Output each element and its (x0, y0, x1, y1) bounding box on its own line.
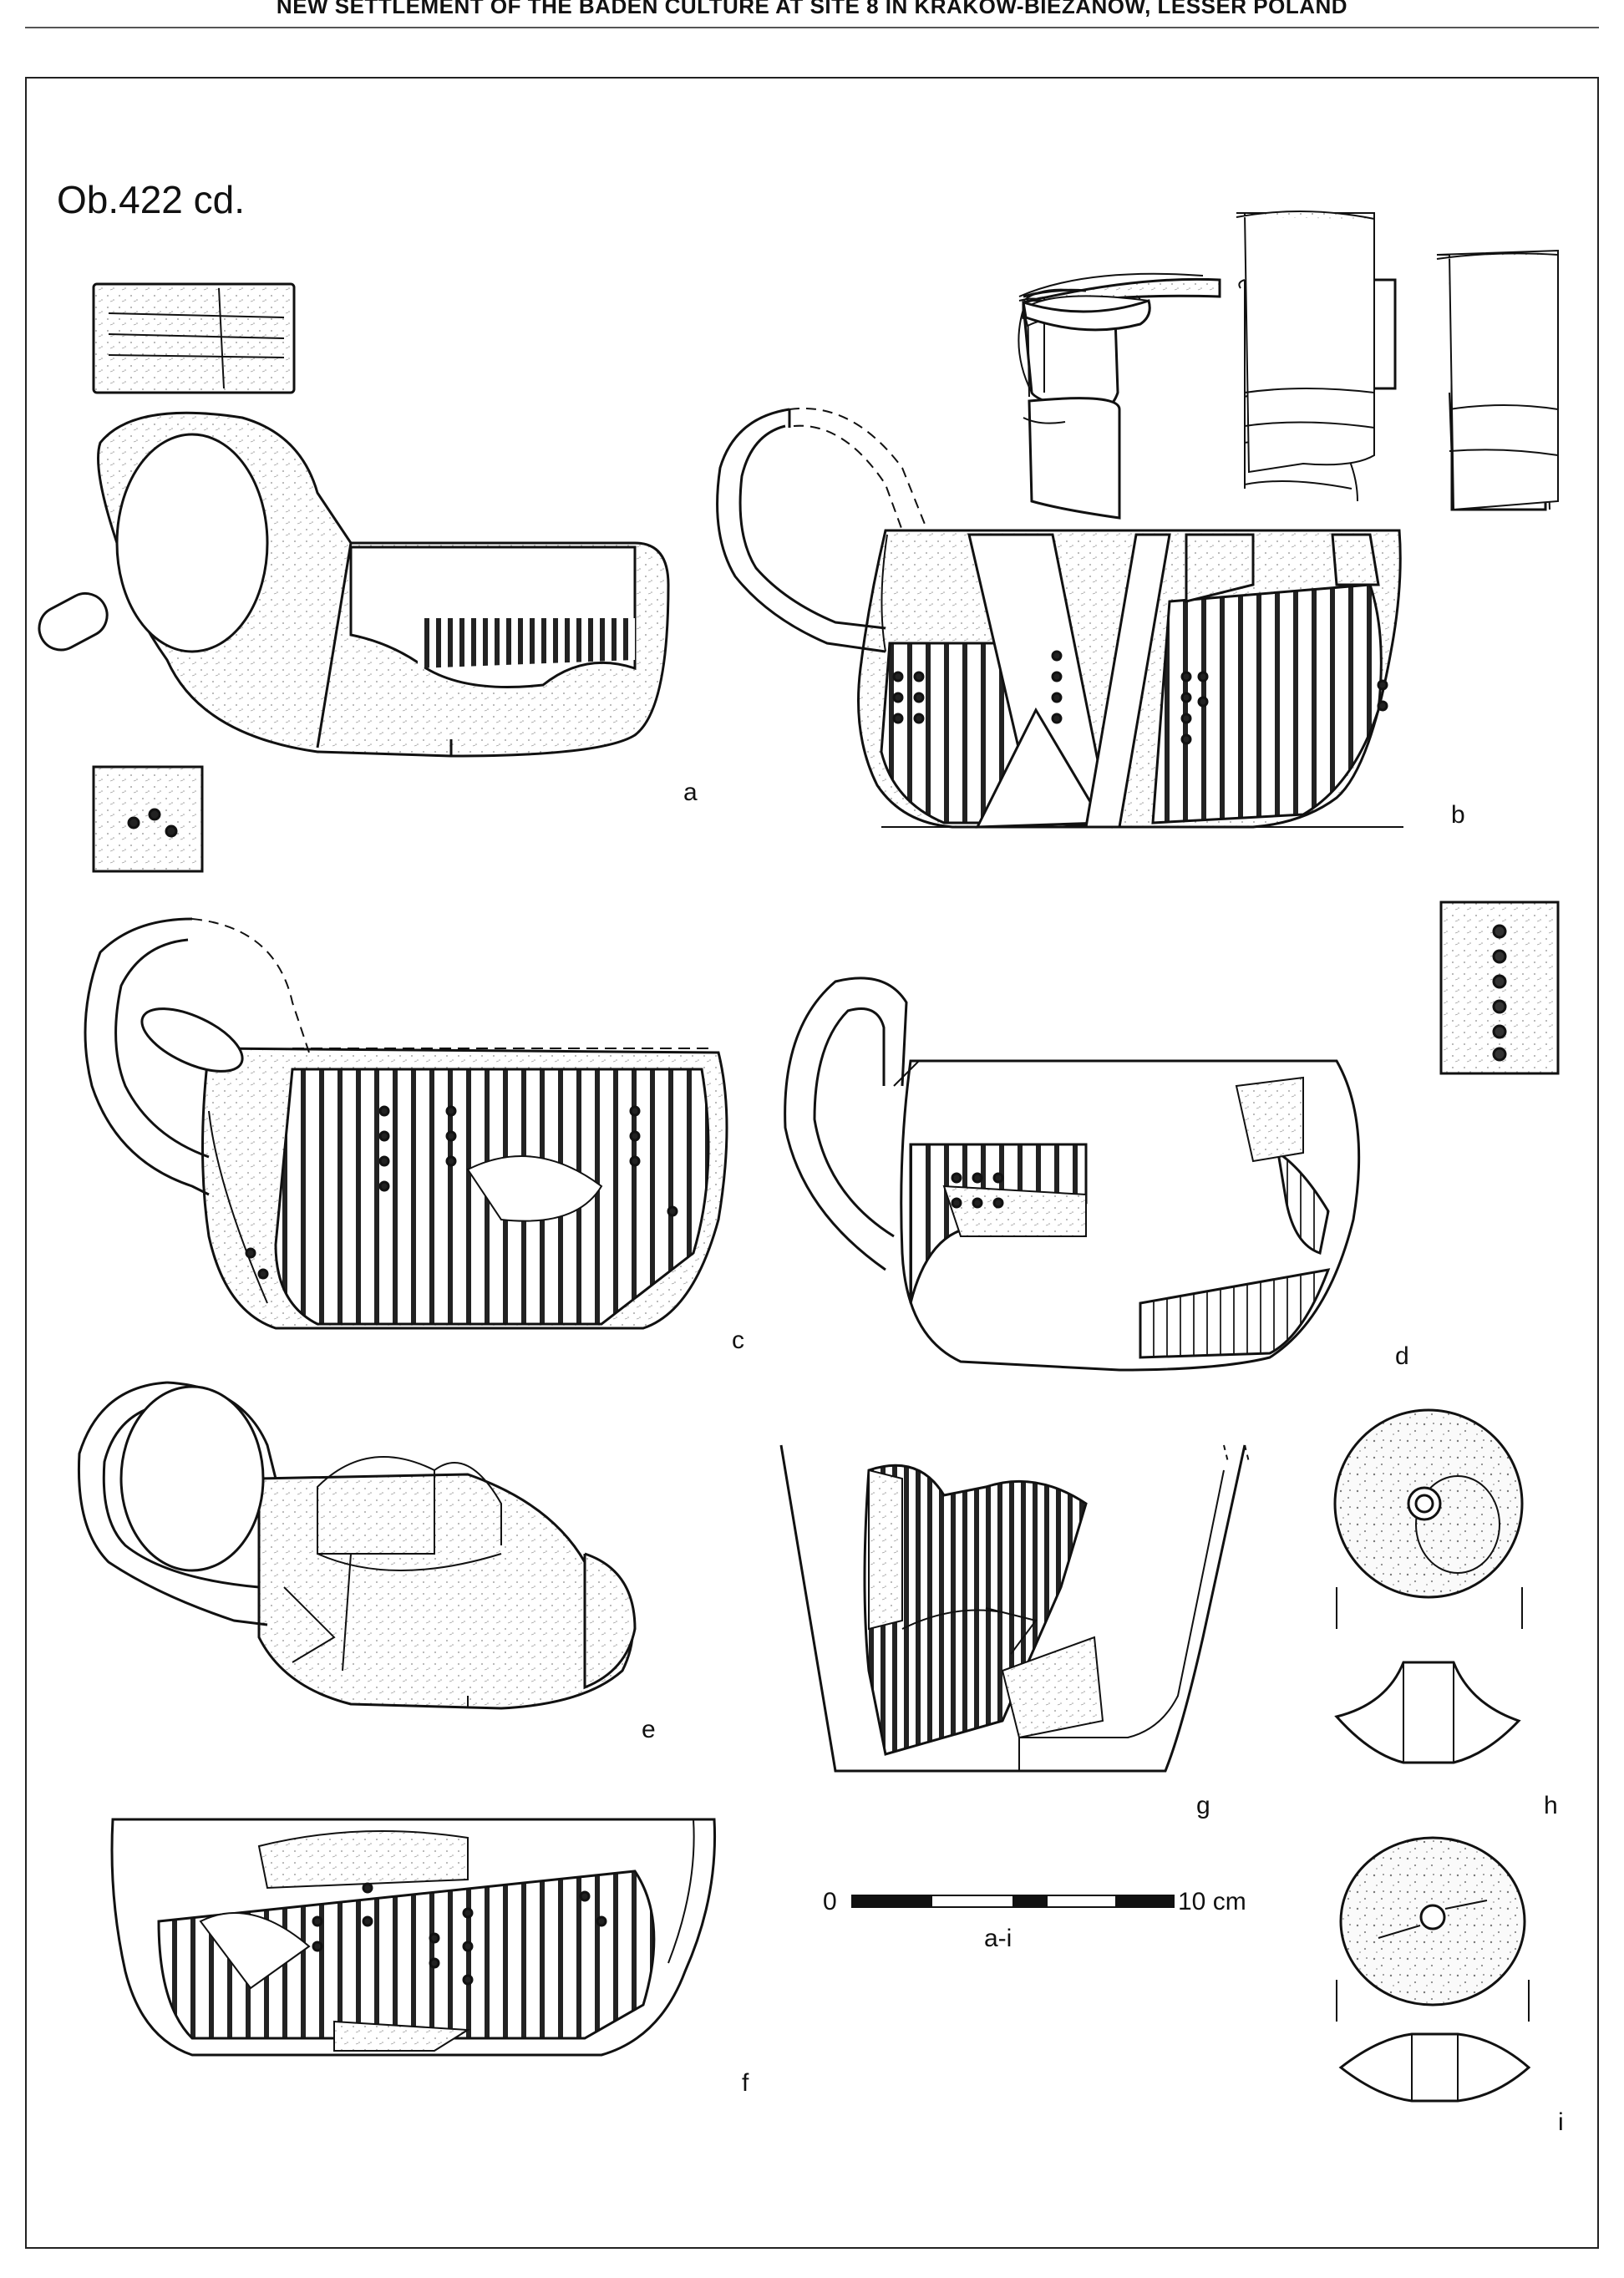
label-f: f (742, 2069, 749, 2097)
label-a: a (683, 779, 698, 806)
scale-bar-start: 0 (823, 1888, 837, 1915)
label-c: c (732, 1327, 744, 1354)
vessel-d (784, 977, 1361, 1372)
label-d: d (1395, 1342, 1409, 1370)
header-rule (25, 27, 1599, 28)
header-title: NEW SETTLEMENT OF THE BADEN CULTURE AT S… (276, 0, 1348, 18)
label-g: g (1196, 1792, 1210, 1819)
vessel-e (77, 1381, 637, 1710)
spindle-whorl-i (1336, 1836, 1531, 2103)
spindle-whorl-h (1333, 1408, 1524, 1764)
vessel-d-band (1439, 901, 1560, 1075)
vessel-f (110, 1818, 717, 2057)
vessel-g (779, 1444, 1250, 1773)
scale-bar-end: 10 cm (1178, 1888, 1246, 1915)
vessel-b-handle-views (1236, 210, 1559, 511)
scale-bar-applies: a-i (984, 1925, 1012, 1952)
running-header: NEW SETTLEMENT OF THE BADEN CULTURE AT S… (0, 0, 1624, 28)
label-b: b (1451, 801, 1465, 829)
vessel-a (38, 282, 670, 873)
figure-plate (25, 77, 1599, 2249)
vessel-c (84, 917, 728, 1330)
scale-bar: 0 10 cm a-i (823, 1888, 1246, 1952)
label-h: h (1544, 1792, 1558, 1819)
label-e: e (642, 1716, 656, 1743)
label-i: i (1558, 2108, 1564, 2136)
plate-caption: Ob.422 cd. (57, 178, 245, 221)
vessel-b-handle-section (1022, 299, 1151, 332)
